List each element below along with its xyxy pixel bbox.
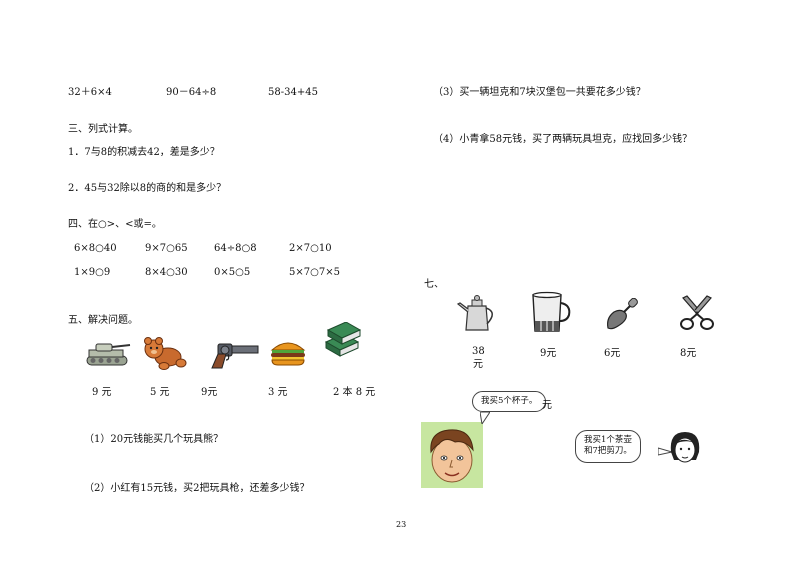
- section7-title: 七、: [424, 279, 444, 290]
- toy-gun-icon: [206, 340, 260, 370]
- girl-bubble-tail: [658, 446, 672, 456]
- price-teapot-unit: 元: [473, 359, 483, 370]
- expression-2: 90－64÷8: [166, 87, 217, 98]
- price-books: 2 本 8 元: [333, 387, 376, 398]
- compare-item: 1×9○9: [74, 267, 111, 278]
- expression-1: 32＋6×4: [68, 87, 112, 98]
- price-teapot-number: 38: [472, 346, 485, 357]
- question-3: （3）买一辆坦克和7块汉堡包一共要花多少钱？: [433, 87, 646, 98]
- stray-unit-text: 元: [542, 400, 552, 411]
- page-number: 23: [396, 520, 407, 529]
- expression-3: 58-34+45: [268, 87, 318, 98]
- section3-question-1: 1．7与8的积减去42，差是多少？: [68, 147, 220, 158]
- compare-item: 8×4○30: [145, 267, 188, 278]
- boy-speech-text: 我买5个杯子。: [481, 396, 538, 406]
- price-trowel: 6元: [604, 348, 621, 359]
- trowel-icon: [604, 298, 640, 332]
- question-4: （4）小青拿58元钱，买了两辆玩具坦克，应找回多少钱？: [433, 134, 693, 145]
- price-hamburger: 3 元: [268, 387, 288, 398]
- compare-item: 64÷8○8: [214, 243, 257, 254]
- books-icon: [322, 322, 362, 364]
- section4-title: 四、在○>、<或=。: [68, 219, 162, 230]
- girl-speech-line-1: 我买1个茶壶: [584, 435, 632, 445]
- price-teddy-bear: 5 元: [150, 387, 170, 398]
- compare-item: 9×7○65: [145, 243, 188, 254]
- boy-avatar: [421, 422, 483, 488]
- scissors-icon: [677, 294, 717, 332]
- section5-question-1: （1）20元钱能买几个玩具熊？: [84, 434, 224, 445]
- price-scissors: 8元: [680, 348, 697, 359]
- price-cup: 9元: [540, 348, 557, 359]
- compare-item: 2×7○10: [289, 243, 332, 254]
- section5-title: 五、解决问题。: [68, 315, 138, 326]
- compare-item: 0×5○5: [214, 267, 251, 278]
- teapot-icon: [456, 294, 500, 334]
- hamburger-icon: [268, 338, 308, 366]
- cup-icon: [527, 291, 573, 335]
- price-toy-gun: 9元: [201, 387, 218, 398]
- boy-speech-bubble: 我买5个杯子。: [472, 391, 547, 413]
- girl-speech-bubble: 我买1个茶壶 和7把剪刀。: [575, 430, 641, 463]
- girl-speech-line-2: 和7把剪刀。: [584, 446, 632, 457]
- teddy-bear-icon: [142, 336, 188, 370]
- compare-item: 5×7○7×5: [289, 267, 340, 278]
- section3-title: 三、列式计算。: [68, 124, 138, 135]
- compare-item: 6×8○40: [74, 243, 117, 254]
- section5-question-2: （2）小红有15元钱，买2把玩具枪，还差多少钱？: [84, 483, 310, 494]
- price-tank: 9 元: [92, 387, 112, 398]
- tank-icon: [84, 338, 132, 368]
- boy-bubble-tail: [480, 412, 490, 424]
- girl-avatar: [668, 430, 702, 466]
- section3-question-2: 2．45与32除以8的商的和是多少？: [68, 183, 227, 194]
